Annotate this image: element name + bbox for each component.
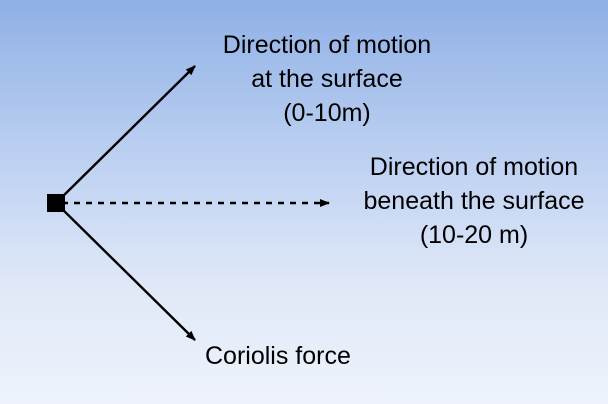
surface-label-line-2: at the surface xyxy=(251,65,403,93)
surface-motion-label: Direction of motion at the surface (0-10… xyxy=(196,28,458,130)
beneath-label-line-2: beneath the surface xyxy=(363,187,585,215)
surface-label-line-1: Direction of motion xyxy=(222,31,432,59)
origin-point xyxy=(47,194,65,212)
beneath-label-line-1: Direction of motion xyxy=(369,153,579,181)
beneath-label-line-3: (10-20 m) xyxy=(419,221,529,249)
subsurface-motion-label: Direction of motion beneath the surface … xyxy=(340,150,608,252)
coriolis-label-text: Coriolis force xyxy=(205,342,351,370)
surface-motion-arrow xyxy=(55,65,196,204)
coriolis-force-arrow xyxy=(55,202,196,341)
surface-label-line-3: (0-10m) xyxy=(283,99,371,127)
coriolis-force-label: Coriolis force xyxy=(205,339,351,373)
